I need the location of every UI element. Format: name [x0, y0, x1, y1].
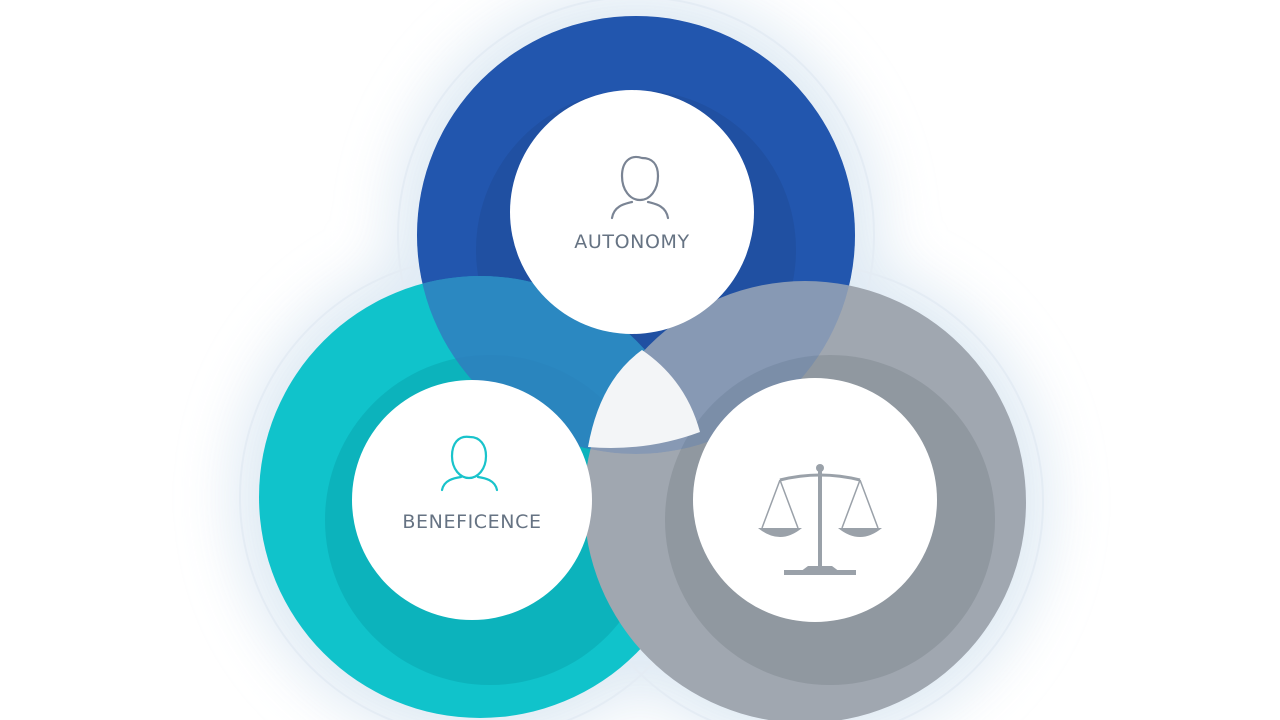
center-intersection: [588, 350, 700, 448]
autonomy-label: AUTONOMY: [574, 231, 690, 253]
beneficence-inner-disc: [352, 380, 592, 620]
autonomy-inner-disc: [510, 90, 754, 334]
beneficence-person-icon: [440, 435, 499, 492]
blue-overlap-in-teal: [417, 276, 701, 454]
justice-inner-disc: [693, 378, 937, 622]
balance-scale-icon: [758, 464, 882, 575]
autonomy-person-icon: [610, 155, 670, 220]
beneficence-label: BENEFICENCE: [402, 511, 542, 533]
